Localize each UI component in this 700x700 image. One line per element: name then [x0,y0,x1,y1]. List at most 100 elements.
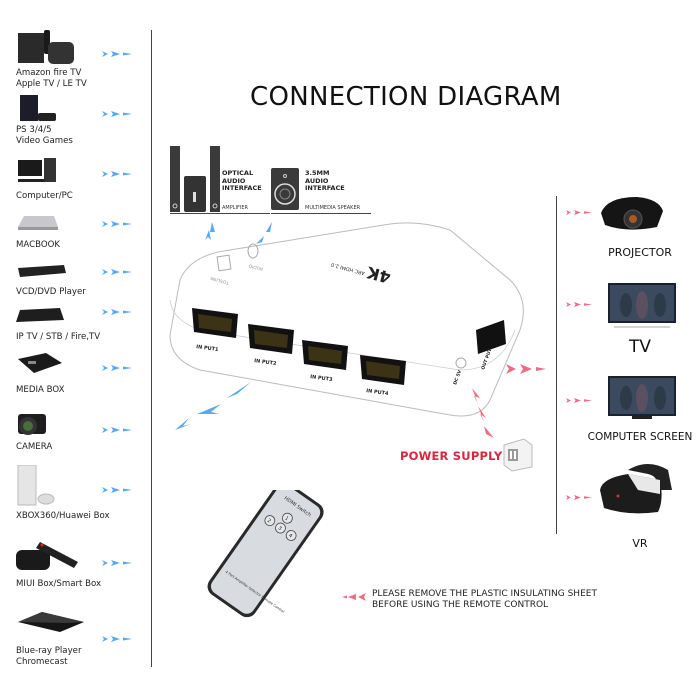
remote-control: HDMI Switch 1 2 3 4 4 Port Amplifier Sel… [207,490,324,618]
power-arrows [472,388,494,438]
source-label: MACBOOK [16,240,61,250]
arrow-icon [472,388,480,404]
output-label: TV [628,337,651,357]
output-arrows-column [566,210,592,500]
dc-jack-icon [455,357,467,369]
arrow-icon [266,222,272,232]
hdmi-input-port-4 [360,355,406,385]
source-label: IP TV / STB / Fire,TV [16,332,101,342]
arrow-icon [227,382,251,398]
arrow-icon [102,365,132,371]
output-label: VR [632,537,648,550]
source-label: Blue-ray Player Chromecast [16,646,82,667]
arrow-icon [205,230,211,240]
desktop-computer-icon [18,158,56,182]
arrow-icon [566,210,592,215]
output-label: PROJECTOR [608,246,672,259]
monitor-icon [608,376,676,419]
remote-button-1 [281,512,293,524]
set-top-box-icon [16,308,64,322]
arrow-icon [566,302,592,307]
arrow-icon [102,636,132,642]
arrow-icon [102,427,132,433]
speaker-caption: MULTIMEDIA SPEAKER [305,205,361,211]
hdmi-input-port-2 [248,324,294,354]
game-console-icon [20,95,56,121]
audio-underline [170,213,270,214]
diagram-title: CONNECTION DIAGRAM [250,82,562,112]
input-3-label: IN PUT3 [310,374,334,383]
camera-icon [18,414,46,435]
audio-underline [271,213,371,214]
hdmi-input-port-1 [192,308,238,338]
arrow-icon [102,560,132,566]
hdmi-input-port-3 [302,340,348,370]
source-label: MEDIA BOX [16,385,65,395]
xbox-icon [17,465,55,506]
input-arrows-column [102,51,132,642]
hdmi-switch: 4K ARC HDMI 2.0 TOSLINK AUDIO IN PUT1 IN… [169,222,524,417]
toslink-port-icon [216,254,232,272]
audio-port-label: AUDIO [248,262,264,272]
analog-audio-label: 3.5MM AUDIO INTERFACE [305,169,345,192]
vr-headset-icon [600,464,672,514]
source-label: Computer/PC [16,191,73,201]
left-divider [151,30,152,667]
projector-icon [601,197,663,230]
arrow-icon [102,309,132,315]
dvd-player-icon [18,265,66,277]
audio-up-arrows [205,222,272,244]
laptop-icon [18,216,58,230]
arrow-icon [210,222,215,232]
source-label: PS 3/4/5 Video Games [16,125,73,146]
remote-button-3 [275,522,286,534]
arrow-icon [197,404,221,414]
source-label: Amazon fire TV Apple TV / LE TV [16,68,87,89]
hdmi-output-port [476,320,506,354]
output-label: COMPUTER SCREEN [587,431,693,443]
arrow-icon [102,51,132,57]
toslink-label: TOSLINK [209,275,231,286]
arrow-icon [256,236,264,244]
remote-instruction-note: PLEASE REMOVE THE PLASTIC INSULATING SHE… [372,589,597,610]
remote-button-2 [264,515,276,526]
source-label: MIUI Box/Smart Box [16,579,102,589]
svg-text:1: 1 [283,515,289,522]
arrow-icon [566,495,592,500]
amplifier-icon [170,146,220,212]
arrow-icon [102,171,132,177]
streaming-box-icon [18,30,74,64]
arrow-icon [478,406,486,422]
arrow-icon [102,221,132,227]
source-label: VCD/DVD Player [16,287,86,297]
tv-icon [608,283,676,328]
source-label: CAMERA [16,442,53,452]
input-1-label: IN PUT1 [196,344,220,353]
arrow-icon [566,398,592,403]
arrow-icon [102,487,132,493]
source-label: XBOX360/Huawei Box [16,511,110,521]
amplifier-caption: AMPLIFIER [222,205,248,211]
audio-jack-icon [247,243,259,259]
svg-text:2: 2 [266,518,272,525]
arrow-icon [102,269,132,275]
optical-audio-label: OPTICAL AUDIO INTERFACE [222,169,262,192]
arrow-icon [102,111,132,117]
media-box-icon [18,353,62,373]
right-divider [556,196,557,534]
power-adapter-icon [503,438,533,472]
speaker-icon [271,168,299,210]
dc-label: DC 5V [452,369,463,386]
svg-text:4: 4 [287,533,293,540]
arrow-icon [484,426,494,438]
note-arrows [342,593,366,601]
output-arrows-switch [506,364,546,374]
smart-box-icon [16,542,78,570]
arrow-icon [175,418,191,430]
bluray-player-icon [18,612,84,632]
remote-button-4 [285,530,297,541]
svg-text:3: 3 [277,525,283,532]
input-2-label: IN PUT2 [254,358,278,367]
input-4-label: IN PUT4 [366,388,390,397]
power-supply-label: POWER SUPPLY [400,449,503,463]
